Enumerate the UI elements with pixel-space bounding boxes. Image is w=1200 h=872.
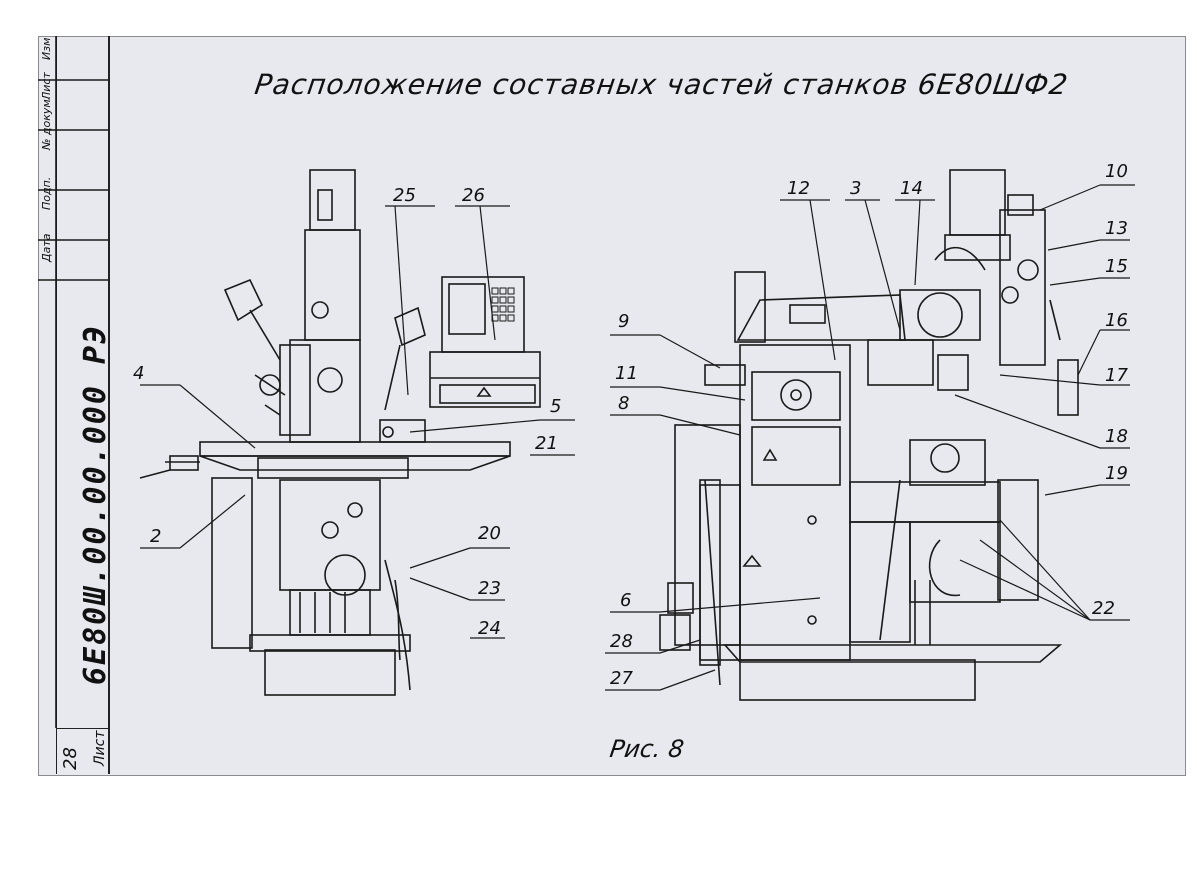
label-10: 10 <box>1105 161 1128 182</box>
label-5: 5 <box>550 396 562 417</box>
label-18: 18 <box>1105 426 1128 447</box>
label-6: 6 <box>620 590 632 611</box>
label-23: 23 <box>478 578 501 599</box>
label-24: 24 <box>478 618 501 639</box>
label-11: 11 <box>615 363 638 384</box>
label-28: 28 <box>610 631 633 652</box>
label-25: 25 <box>393 185 416 206</box>
label-9: 9 <box>618 311 630 332</box>
label-22: 22 <box>1092 598 1115 619</box>
label-4: 3 <box>850 178 862 199</box>
label-8: 8 <box>618 393 630 414</box>
label-2: 2 <box>150 526 162 547</box>
label-19: 19 <box>1105 463 1128 484</box>
label-3: 4 <box>133 363 145 384</box>
label-27: 27 <box>610 668 633 689</box>
title-block-frame <box>38 36 110 774</box>
label-20: 20 <box>478 523 501 544</box>
label-16: 16 <box>1105 310 1128 331</box>
label-21: 21 <box>535 433 558 454</box>
label-12: 12 <box>787 178 810 199</box>
label-15: 15 <box>1105 256 1128 277</box>
label-26: 26 <box>462 185 485 206</box>
label-14: 14 <box>900 178 923 199</box>
sheet-number-box <box>56 728 108 775</box>
label-17: 17 <box>1105 365 1128 386</box>
label-13: 13 <box>1105 218 1128 239</box>
